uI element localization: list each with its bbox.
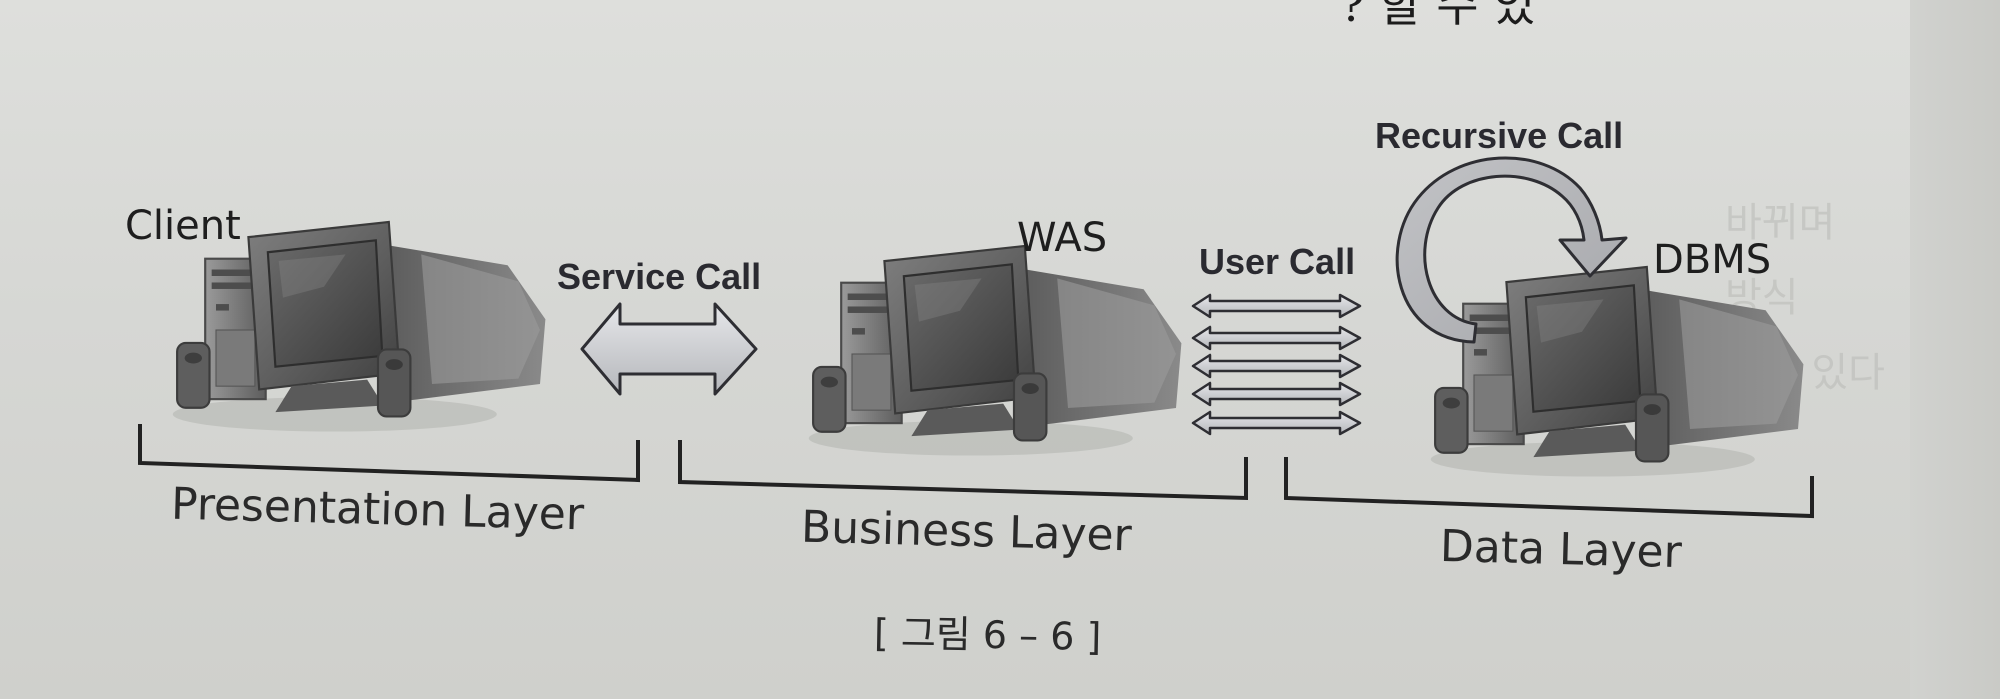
top-text-fragment: ? 할 수 있 bbox=[1340, 0, 1536, 32]
recursive-call-label: Recursive Call bbox=[1375, 115, 1624, 156]
was-label: WAS bbox=[1017, 215, 1108, 261]
dbms-label: DBMS bbox=[1653, 237, 1772, 283]
client-label: Client bbox=[125, 203, 241, 249]
client-computer-icon bbox=[171, 220, 547, 433]
user-call-label: User Call bbox=[1199, 241, 1356, 282]
data-layer-bracket bbox=[1284, 457, 1814, 519]
user-call-arrows bbox=[1191, 293, 1362, 436]
recursive-call-arrow bbox=[1395, 156, 1628, 344]
dbms-server-icon bbox=[1429, 265, 1805, 478]
was-server-icon bbox=[807, 244, 1183, 457]
bleed-through-text-1: 바뀌며 bbox=[1725, 200, 1836, 246]
service-call-label: Service Call bbox=[557, 256, 762, 297]
business-layer-bracket bbox=[678, 440, 1248, 501]
business-layer-label: Business Layer bbox=[800, 501, 1133, 562]
figure-caption: [ 그림 6 – 6 ] bbox=[873, 611, 1102, 659]
data-layer-label: Data Layer bbox=[1439, 520, 1683, 579]
page-edge bbox=[1910, 0, 2000, 699]
presentation-layer-bracket bbox=[138, 424, 640, 483]
presentation-layer-label: Presentation Layer bbox=[170, 478, 585, 541]
service-call-arrow bbox=[580, 302, 758, 396]
